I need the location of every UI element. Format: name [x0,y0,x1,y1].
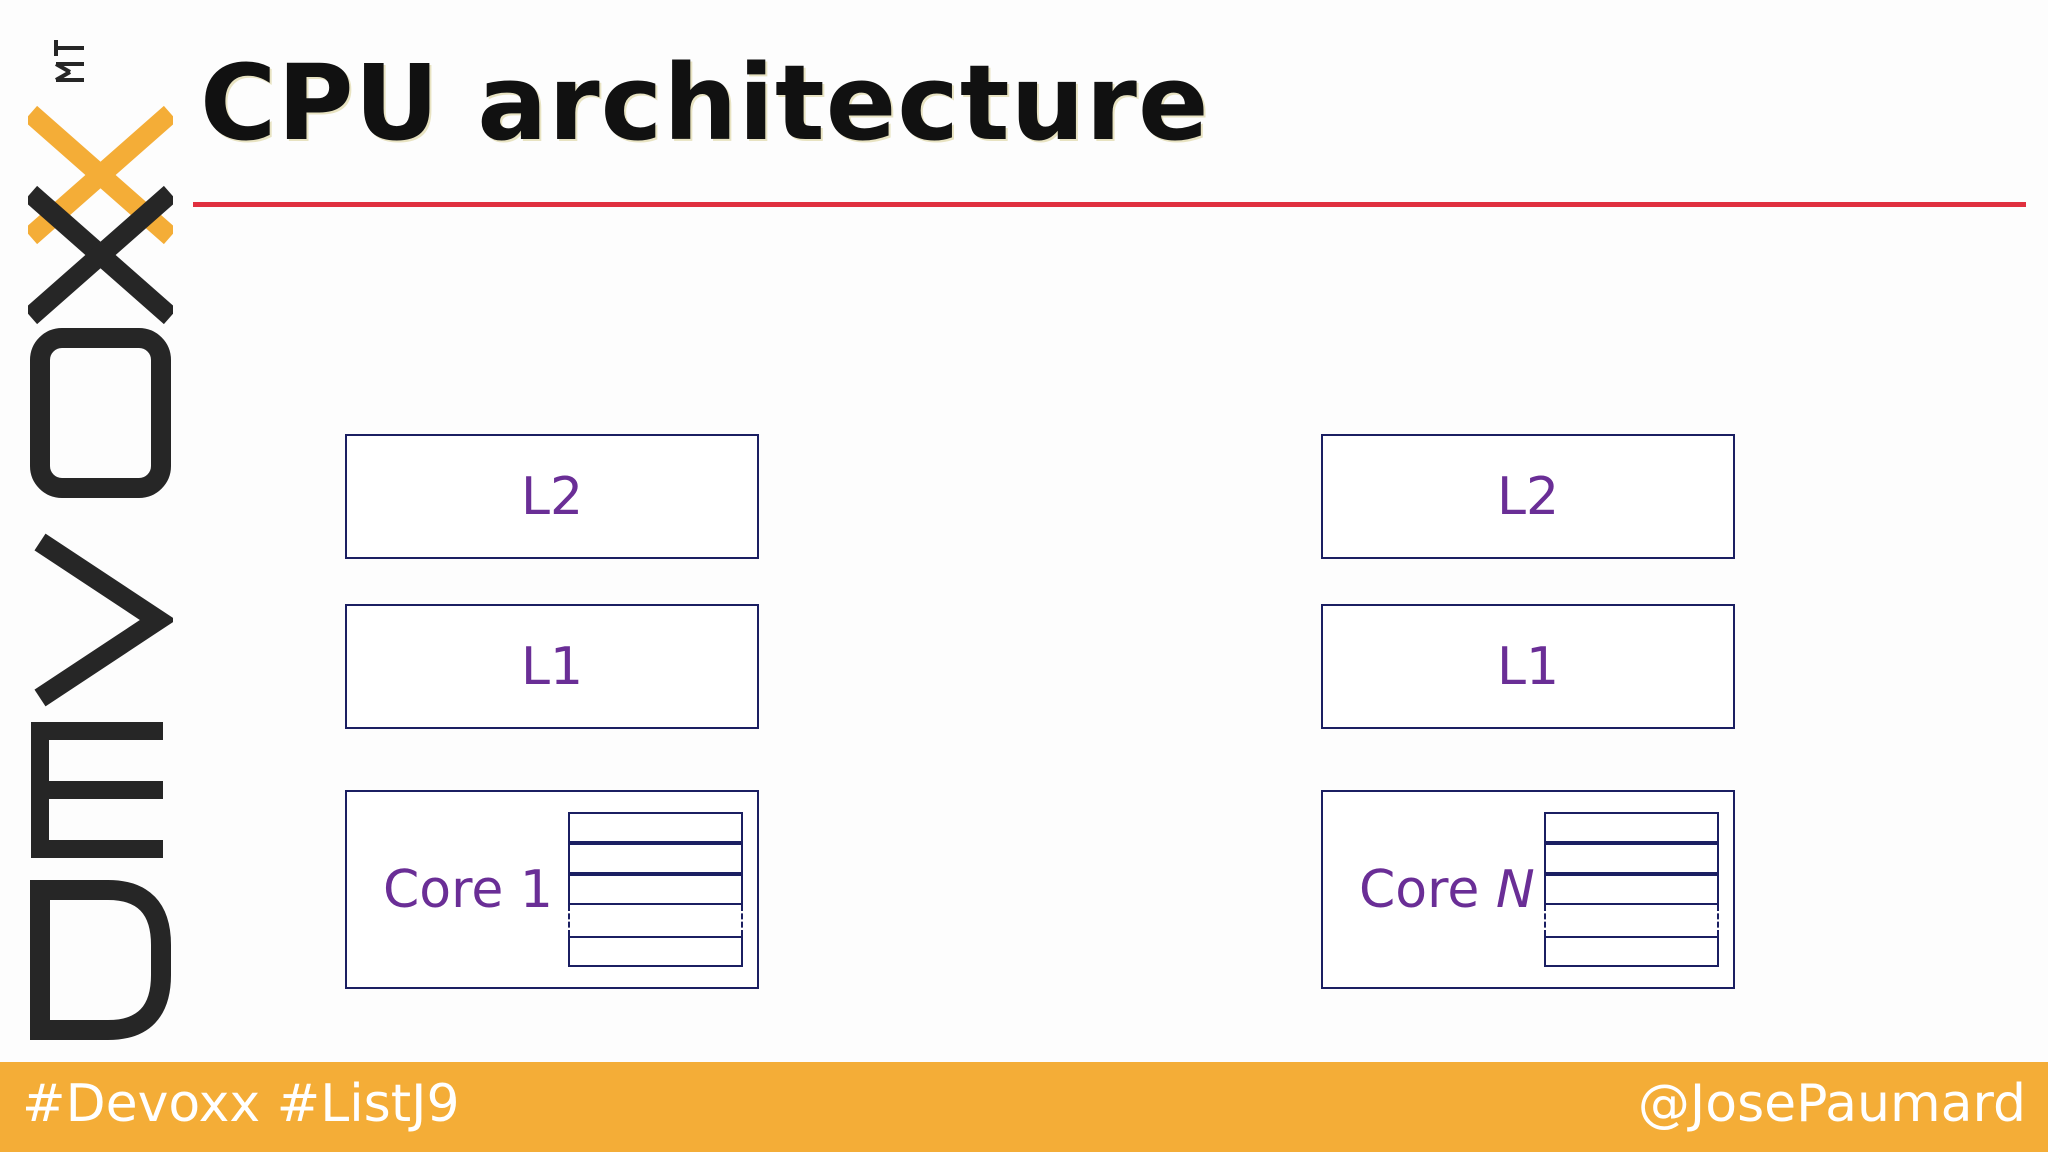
register-ellipsis [1544,905,1719,936]
register [568,874,743,905]
l2-cache-label: L2 [1496,466,1560,527]
register [568,843,743,874]
logo-letter-d [30,880,171,1040]
register [1544,936,1719,967]
register-ellipsis [568,905,743,936]
footer-handle: @JosePaumard [1637,1074,2026,1134]
register [1544,843,1719,874]
core-box: Core N [1321,790,1735,989]
core-box: Core 1 [345,790,759,989]
l1-cache-box: L1 [345,604,759,729]
register-stack [568,812,743,968]
core-id: 1 [519,859,553,920]
footer-bar: #Devoxx #ListJ9 @JosePaumard [0,1062,2048,1152]
l1-cache-label: L1 [1496,636,1560,697]
register [568,936,743,967]
l2-cache-box: L2 [345,434,759,559]
slide-title: CPU architecture [200,42,1210,164]
register [1544,874,1719,905]
trademark-mark [54,40,84,82]
l2-cache-box: L2 [1321,434,1735,559]
core-id: N [1495,859,1535,920]
core-label: Core 1 [383,859,553,920]
l2-cache-label: L2 [520,466,584,527]
devoxx-logo [28,40,173,1040]
logo-letter-o [30,328,171,498]
logo-letter-e [31,722,163,858]
core-label: Core N [1359,859,1535,920]
footer-hashtags: #Devoxx #ListJ9 [22,1074,460,1134]
title-underline [193,202,2026,207]
register [568,812,743,843]
l1-cache-label: L1 [520,636,584,697]
l1-cache-box: L1 [1321,604,1735,729]
register [1544,812,1719,843]
register-stack [1544,812,1719,968]
logo-letters-xx [28,105,173,325]
logo-letter-v [34,533,173,707]
